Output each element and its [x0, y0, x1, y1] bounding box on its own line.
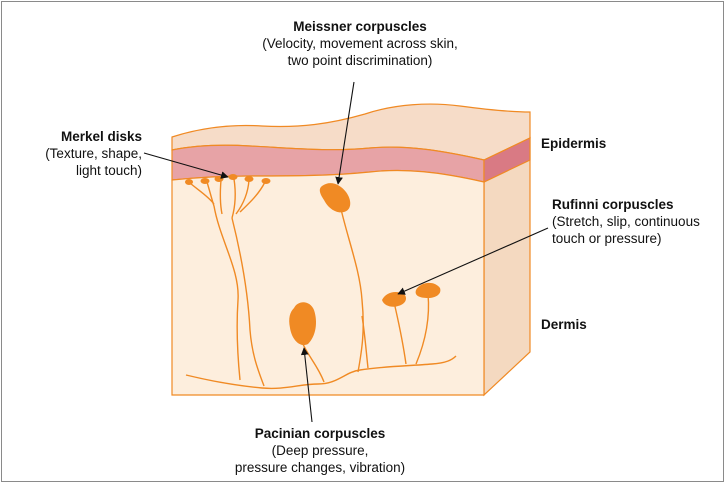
- rufinni-title: Rufinni corpuscles: [552, 196, 724, 213]
- epidermis-title: Epidermis: [541, 135, 606, 152]
- merkel-title: Merkel disks: [20, 128, 142, 145]
- rufinni-desc-2: touch or pressure): [552, 230, 724, 247]
- merkel-desc-2: light touch): [20, 162, 142, 179]
- meissner-desc-1: (Velocity, movement across skin,: [250, 35, 470, 52]
- rufinni-desc-1: (Stretch, slip, continuous: [552, 213, 724, 230]
- meissner-title: Meissner corpuscles: [250, 18, 470, 35]
- meissner-desc-2: two point discrimination): [250, 52, 470, 69]
- meissner-label: Meissner corpuscles (Velocity, movement …: [250, 18, 470, 69]
- merkel-desc-1: (Texture, shape,: [20, 145, 142, 162]
- dermis-label: Dermis: [541, 316, 587, 333]
- pacinian-desc-2: pressure changes, vibration): [220, 459, 420, 476]
- merkel-label: Merkel disks (Texture, shape, light touc…: [20, 128, 142, 179]
- epidermis-label: Epidermis: [541, 135, 606, 152]
- rufinni-label: Rufinni corpuscles (Stretch, slip, conti…: [552, 196, 724, 247]
- dermis-title: Dermis: [541, 316, 587, 333]
- pacinian-label: Pacinian corpuscles (Deep pressure, pres…: [220, 425, 420, 476]
- pacinian-title: Pacinian corpuscles: [220, 425, 420, 442]
- pacinian-desc-1: (Deep pressure,: [220, 442, 420, 459]
